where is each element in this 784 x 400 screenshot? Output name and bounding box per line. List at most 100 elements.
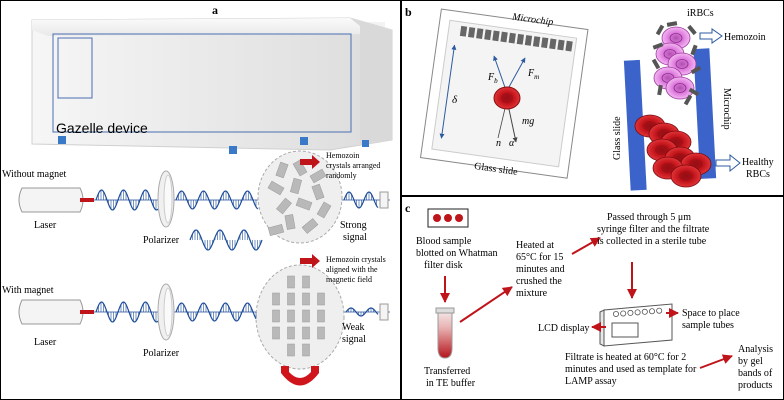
electrode — [516, 33, 525, 45]
magnet-icon — [281, 366, 319, 386]
step3-line2: 65°C for 15 — [516, 252, 563, 263]
step3-line4: crushed the — [516, 276, 562, 287]
arrow-step5-to-6 — [699, 354, 733, 369]
space-label-2: sample tubes — [682, 320, 734, 331]
svg-text:Transferred in TE buffer: Transferred in TE buffer — [424, 366, 476, 389]
hemozoin-speck — [690, 44, 698, 56]
irbcs-label: iRBCs — [687, 8, 714, 19]
sample-tube-slots — [613, 307, 663, 317]
hemozoin-pointer-arrow-icon — [699, 28, 723, 44]
signal-weak-1: Weak — [342, 322, 365, 333]
hemozoin-crystal — [284, 214, 296, 230]
svg-text:Analysis by gel ba: Analysis by gel bands of products — [738, 344, 776, 391]
hemozoin-speck — [651, 58, 661, 70]
hemozoin-crystal — [276, 197, 292, 215]
device-foot-back — [362, 140, 369, 147]
electrode — [565, 40, 573, 52]
step4-line2: syringe filter and the filtrate — [597, 224, 710, 235]
condition-without-magnet: Without magnet — [2, 169, 67, 180]
healthy-label-2: RBCs — [746, 169, 770, 180]
force-diagram: Fb Fm mg n α — [487, 55, 539, 149]
hemozoin-crystal — [287, 292, 295, 306]
hemozoin-crystal — [302, 292, 310, 306]
panel-c-label: c — [405, 201, 411, 215]
hemozoin-note-random-3: randomly — [326, 171, 357, 180]
light-wave-1 — [95, 189, 259, 211]
delta-arrow — [439, 44, 457, 139]
step4-line3: is collected in a sterile tube — [597, 236, 707, 247]
fb-subscript: b — [494, 77, 498, 85]
hemozoin-crystal — [302, 326, 310, 340]
hemozoin-crystal — [316, 201, 332, 219]
hemozoin-crystal — [317, 292, 325, 306]
output-wave-weak — [345, 307, 379, 317]
step1-line2: blotted on Whatman — [416, 248, 497, 259]
electrode — [500, 31, 508, 43]
tube-slot — [641, 308, 648, 315]
hemozoin-crystal — [272, 309, 280, 323]
gazelle-device-illustration — [31, 17, 393, 154]
red-arrow-icon-1 — [300, 155, 320, 169]
laser-emitter-1 — [80, 198, 94, 202]
hemozoin-crystal — [272, 292, 280, 306]
signal-weak-2: signal — [342, 334, 366, 345]
hemozoin-speck — [687, 24, 697, 36]
device-foot-front — [229, 146, 237, 154]
hemozoin-crystal — [275, 161, 289, 179]
fb-symbol: F — [487, 72, 495, 83]
panel-b-label: b — [405, 5, 412, 19]
svg-text:Hemozoin crystals alig: Hemozoin crystals aligned with the magne… — [326, 255, 388, 284]
hemozoin-crystal — [302, 343, 310, 357]
hemozoin-speck — [657, 84, 663, 96]
panel-c: c Blood sample blotted on Whatman filter… — [405, 201, 776, 391]
hemozoin-crystal — [290, 177, 302, 195]
electrode — [492, 30, 500, 42]
separation-diagram: Glass slide Microchip iRBCs Hemozoin Hea… — [612, 8, 774, 191]
healthy-pointer-arrow-icon — [715, 153, 741, 173]
healthy-rbc-cluster — [634, 114, 712, 188]
mg-symbol: mg — [522, 116, 534, 127]
svg-text:Hemozoin crystals arra: Hemozoin crystals arranged randomly — [326, 151, 382, 180]
signal-strong-1: Strong — [340, 220, 367, 231]
step6-line1: Analysis — [738, 344, 773, 355]
microchip-electrodes — [459, 25, 573, 52]
hemozoin-crystal — [292, 159, 308, 177]
step3-line1: Heated at — [516, 240, 554, 251]
detector-2 — [379, 303, 389, 321]
svg-text:Blood sample blotted on: Blood sample blotted on Whatman filter d… — [416, 236, 500, 271]
hemozoin-crystal — [302, 309, 310, 323]
electrode — [532, 36, 541, 47]
output-wave-strong — [343, 191, 379, 209]
hemozoin-crystal — [272, 326, 280, 340]
hemozoin-crystal — [287, 309, 295, 323]
hemozoin-crystal — [309, 168, 327, 184]
fm-symbol: F — [527, 68, 535, 79]
hemozoin-crystal — [287, 326, 295, 340]
hemozoin-speck — [690, 65, 702, 75]
electrode — [508, 32, 516, 44]
electrode — [476, 28, 484, 39]
condition-with-magnet: With magnet — [2, 285, 54, 296]
hemozoin-note-aligned-1: Hemozoin crystals — [326, 255, 386, 264]
device-foot-left — [58, 136, 66, 144]
polarized-wave-1 — [189, 229, 263, 251]
hemozoin-note-random-1: Hemozoin — [326, 151, 359, 160]
step1-line3: filter disk — [424, 260, 463, 271]
with-magnet-setup: With magnet Laser Polarizer Hemozoin cry… — [2, 254, 390, 386]
arrow-step2-to-3 — [459, 286, 513, 323]
healthy-label-1: Healthy — [742, 157, 774, 168]
svg-text:Space to place sample tu: Space to place sample tubes — [682, 308, 742, 331]
laser-emitter-2 — [80, 310, 94, 314]
without-magnet-setup: Without magnet Laser Polarizer Hemozoin — [2, 150, 390, 251]
hemozoin-speck — [652, 42, 664, 50]
hemozoin-note-aligned-2: aligned with the — [326, 265, 378, 274]
step3-line3: minutes and — [516, 264, 565, 275]
hemozoin-speck — [655, 24, 665, 36]
hemozoin-speck — [683, 94, 693, 106]
tube-slot — [627, 309, 634, 316]
electrode — [467, 27, 476, 38]
hemozoin-crystal — [267, 224, 285, 236]
hemozoin-note-aligned-3: magnetic field — [326, 275, 372, 284]
lamp-device-icon — [599, 303, 673, 347]
svg-text:Heated at 65°C for 15: Heated at 65°C for 15 minutes and crushe… — [516, 240, 567, 299]
